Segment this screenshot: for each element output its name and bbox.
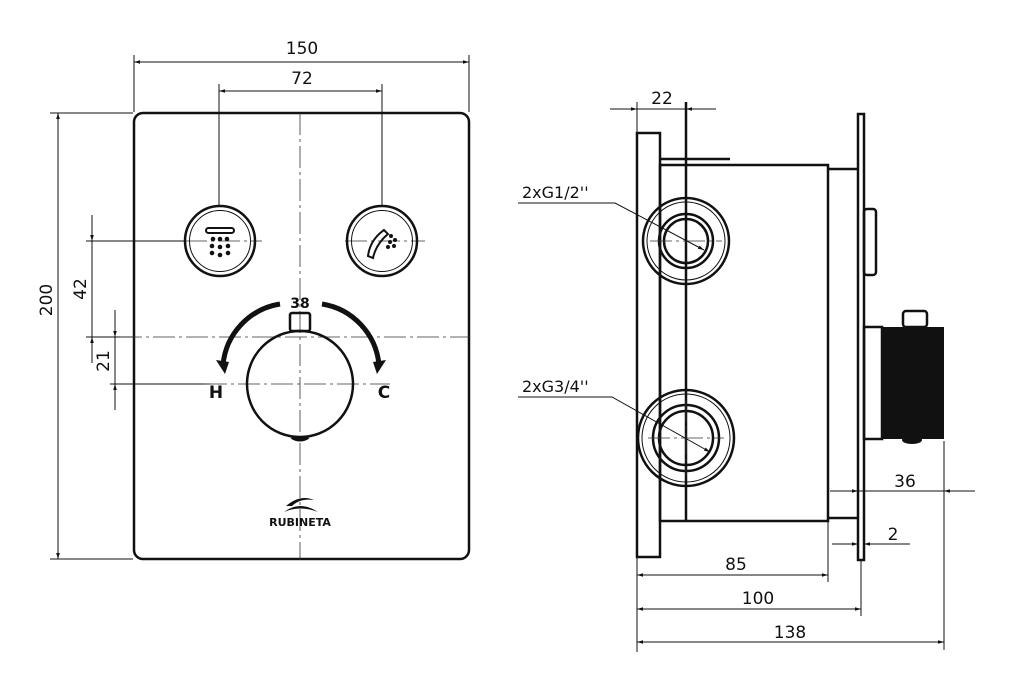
dimension-100-label: 100 — [742, 589, 774, 609]
temperature-mark: 38 — [290, 296, 309, 312]
dimension-138-label: 138 — [774, 623, 806, 643]
dimension-85: 85 — [637, 555, 828, 577]
connection-upper-label: 2xG1/2'' — [522, 183, 589, 202]
dimension-36: 36 — [830, 472, 975, 493]
connection-lower-callout: 2xG3/4'' — [518, 377, 711, 453]
dimension-22: 22 — [610, 89, 716, 132]
hand-shower-button[interactable] — [345, 204, 419, 278]
dimension-2: 2 — [832, 525, 910, 546]
cold-label: C — [378, 383, 390, 403]
dimension-21: 21 — [94, 310, 210, 410]
dimension-height: 200 — [37, 112, 133, 560]
dimension-85-label: 85 — [725, 555, 747, 575]
connection-upper-callout: 2xG1/2'' — [518, 183, 705, 251]
dimension-100: 100 — [637, 589, 861, 611]
overhead-shower-button[interactable] — [183, 204, 257, 278]
dimension-42-label: 42 — [71, 278, 91, 300]
thermostat-knob-side — [862, 309, 944, 444]
mounting-flange — [635, 131, 662, 559]
dimension-22-label: 22 — [651, 89, 673, 109]
dimension-21-label: 21 — [94, 350, 114, 372]
dimension-2-label: 2 — [888, 525, 899, 545]
overhead-shower-icon — [205, 227, 235, 258]
dimension-button-spacing-label: 72 — [291, 69, 313, 89]
brand-name: RUBINETA — [269, 516, 331, 529]
dimension-42: 42 — [71, 215, 185, 363]
dimension-138: 138 — [637, 623, 944, 644]
dimension-height-label: 200 — [37, 284, 57, 316]
temperature-arrows — [216, 301, 386, 374]
upper-connection — [641, 196, 731, 286]
dimension-36-label: 36 — [894, 472, 916, 492]
cover-plate — [132, 111, 471, 561]
dimension-button-spacing: 72 — [218, 69, 383, 205]
side-view: 2xG1/2'' 2xG3/4'' 22 36 2 — [518, 89, 975, 652]
brand-logo: RUBINETA — [269, 498, 331, 529]
hand-shower-icon — [366, 228, 397, 260]
button-side — [862, 207, 878, 277]
front-view: 150 72 200 42 21 — [37, 39, 471, 561]
dimension-width: 150 — [133, 39, 470, 112]
dimension-width-label: 150 — [286, 39, 318, 59]
valve-body — [658, 163, 830, 523]
connection-lower-label: 2xG3/4'' — [522, 377, 589, 396]
thermostat-knob[interactable] — [245, 311, 355, 442]
hot-label: H — [209, 383, 223, 403]
